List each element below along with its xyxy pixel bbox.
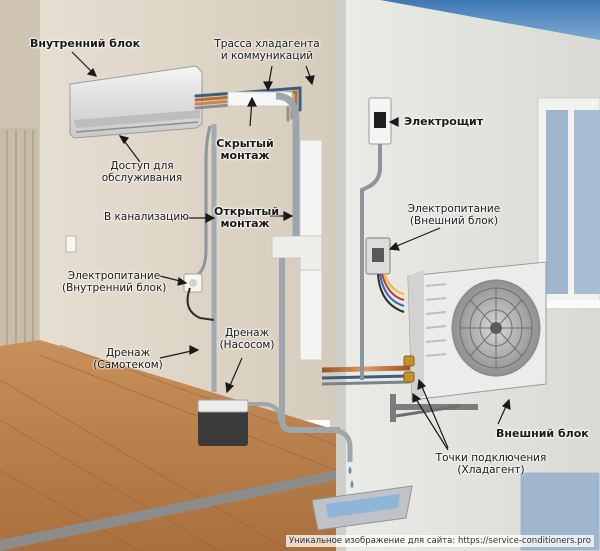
tray-water (326, 494, 400, 518)
drain-pump (197, 399, 249, 446)
grey-conduit (275, 92, 300, 236)
label-refrigerant-route: Трасса хладагента и коммуникаций (212, 38, 322, 62)
label-hidden-install-line2: монтаж (220, 149, 270, 162)
panel-cable (360, 144, 382, 380)
outdoor-power-wires (377, 273, 405, 313)
label-electric-panel: Электрощит (404, 115, 484, 128)
label-power-indoor: Электропитание (Внутренний блок) (62, 270, 166, 294)
outdoor-drain-pipe (290, 427, 353, 462)
label-drain-gravity: Дренаж (Самотеком) (92, 347, 164, 371)
label-power-outdoor-line2: (Внешний блок) (409, 215, 499, 227)
label-power-outdoor-line1: Электропитание (407, 203, 501, 215)
window-glass-left (546, 110, 568, 294)
floor (0, 340, 336, 551)
label-power-outdoor: Электропитание (Внешний блок) (404, 203, 504, 227)
label-service-access-line2: обслуживания (101, 172, 183, 184)
label-service-access-line1: Доступ для (110, 160, 174, 172)
sky-corner (380, 0, 600, 38)
label-outdoor-unit: Внешний блок (496, 427, 589, 440)
label-drain-pump-line1: Дренаж (224, 327, 270, 339)
indoor-ac-unit (69, 65, 203, 139)
label-refrigerant-route-line2: и коммуникаций (220, 50, 314, 62)
label-sewer: В канализацию (104, 211, 189, 223)
label-power-indoor-line2: (Внутренний блок) (62, 282, 167, 294)
label-connection-points-line1: Точки подключения (435, 452, 547, 464)
watermark: Уникальное изображение для сайта: https:… (285, 535, 594, 547)
floor-slab (0, 470, 336, 551)
label-hidden-install-line1: Скрытый (216, 137, 274, 150)
outdoor-brackets (390, 394, 478, 422)
label-service-access: Доступ для обслуживания (96, 160, 188, 184)
label-power-indoor-line1: Электропитание (67, 270, 161, 282)
label-hidden-install: Скрытый монтаж (214, 138, 276, 162)
label-connection-points: Точки подключения (Хладагент) (432, 452, 550, 476)
water-drops (348, 466, 354, 488)
indoor-power-cable (195, 125, 212, 278)
label-indoor-unit: Внутренний блок (30, 37, 141, 50)
label-drain-gravity-line1: Дренаж (105, 347, 151, 359)
curtain-folds (6, 130, 34, 346)
label-drain-pump-line2: (Насосом) (219, 339, 275, 351)
indoor-plug-cable (186, 287, 215, 321)
label-drain-pump: Дренаж (Насосом) (216, 327, 278, 351)
window-glass-right (574, 110, 600, 294)
label-refrigerant-route-line1: Трасса хладагента (214, 38, 320, 50)
pump-drain-pipe (248, 402, 282, 421)
panel-breaker (374, 112, 386, 128)
label-drain-gravity-line2: (Самотеком) (93, 359, 163, 371)
refrigerant-route-outdoor (321, 359, 411, 386)
light-switch (65, 235, 77, 253)
window-sill (534, 300, 600, 308)
label-open-install: Открытый монтаж (214, 205, 280, 230)
connection-valves (403, 355, 415, 383)
duct-elbow (271, 235, 323, 271)
power-box-switch (372, 248, 384, 262)
label-open-install-line1: Открытый (214, 205, 280, 218)
outdoor-ac-unit (407, 261, 547, 401)
label-connection-points-line2: (Хладагент) (457, 464, 525, 476)
leader-lines (71, 51, 511, 451)
label-open-install-line2: монтаж (220, 217, 270, 230)
